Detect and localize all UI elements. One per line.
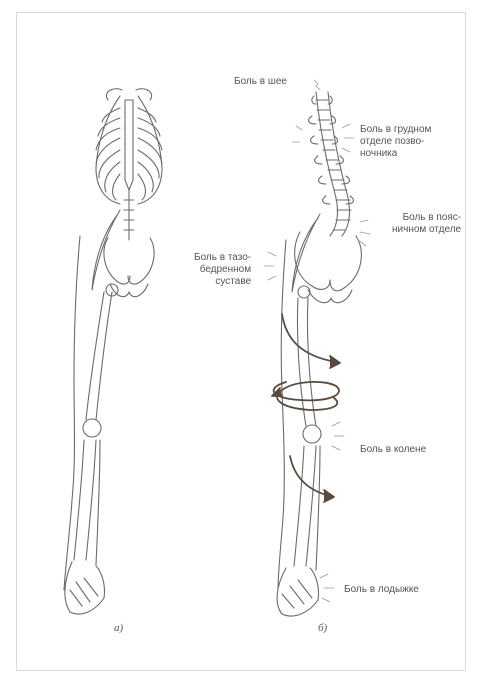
right-spine [309,92,354,236]
label-neck-pain: Боль в шее [234,76,287,88]
label-thoracic-pain: Боль в грудном отделе позво- ночника [360,124,431,160]
label-ankle-pain: Боль в лодыжке [344,584,419,596]
left-muscle [92,210,120,290]
label-lumbar-pain: Боль в пояс- ничном отделе [392,212,461,236]
left-leg [64,236,112,614]
caption-a: а) [114,622,123,634]
right-pelvis [295,232,362,303]
label-hip-pain: Боль в тазо- бедренном суставе [194,252,251,288]
pain-marks [264,80,370,602]
right-leg [277,240,321,616]
right-skeleton [277,92,361,616]
left-skeleton [64,89,162,614]
left-pelvis [104,238,154,297]
right-muscle [292,214,320,292]
left-ribcage [96,89,162,240]
label-knee-pain: Боль в колене [360,444,426,456]
caption-b: б) [318,622,327,634]
